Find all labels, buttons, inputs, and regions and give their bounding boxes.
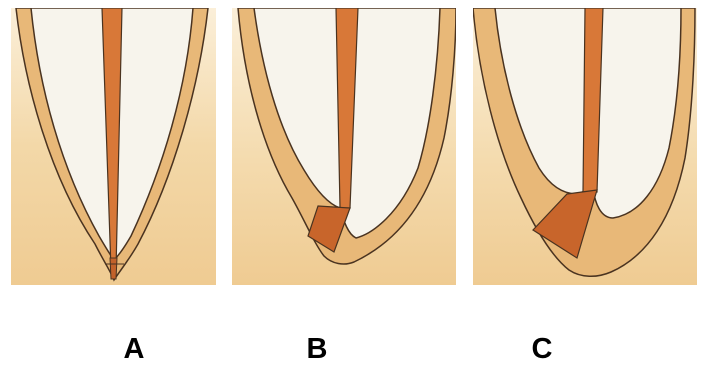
panel-label-b: B <box>287 332 347 366</box>
panel-c-illustration <box>473 8 697 285</box>
panel-b-illustration <box>232 8 456 285</box>
diagram-panel-a <box>11 8 216 285</box>
panel-a-filling-tip <box>110 258 117 279</box>
diagram-panel-b <box>232 8 456 285</box>
panel-label-a: A <box>104 332 164 366</box>
diagram-panel-c <box>473 8 697 285</box>
panel-label-c: C <box>512 332 572 366</box>
panel-a-illustration <box>11 8 216 285</box>
